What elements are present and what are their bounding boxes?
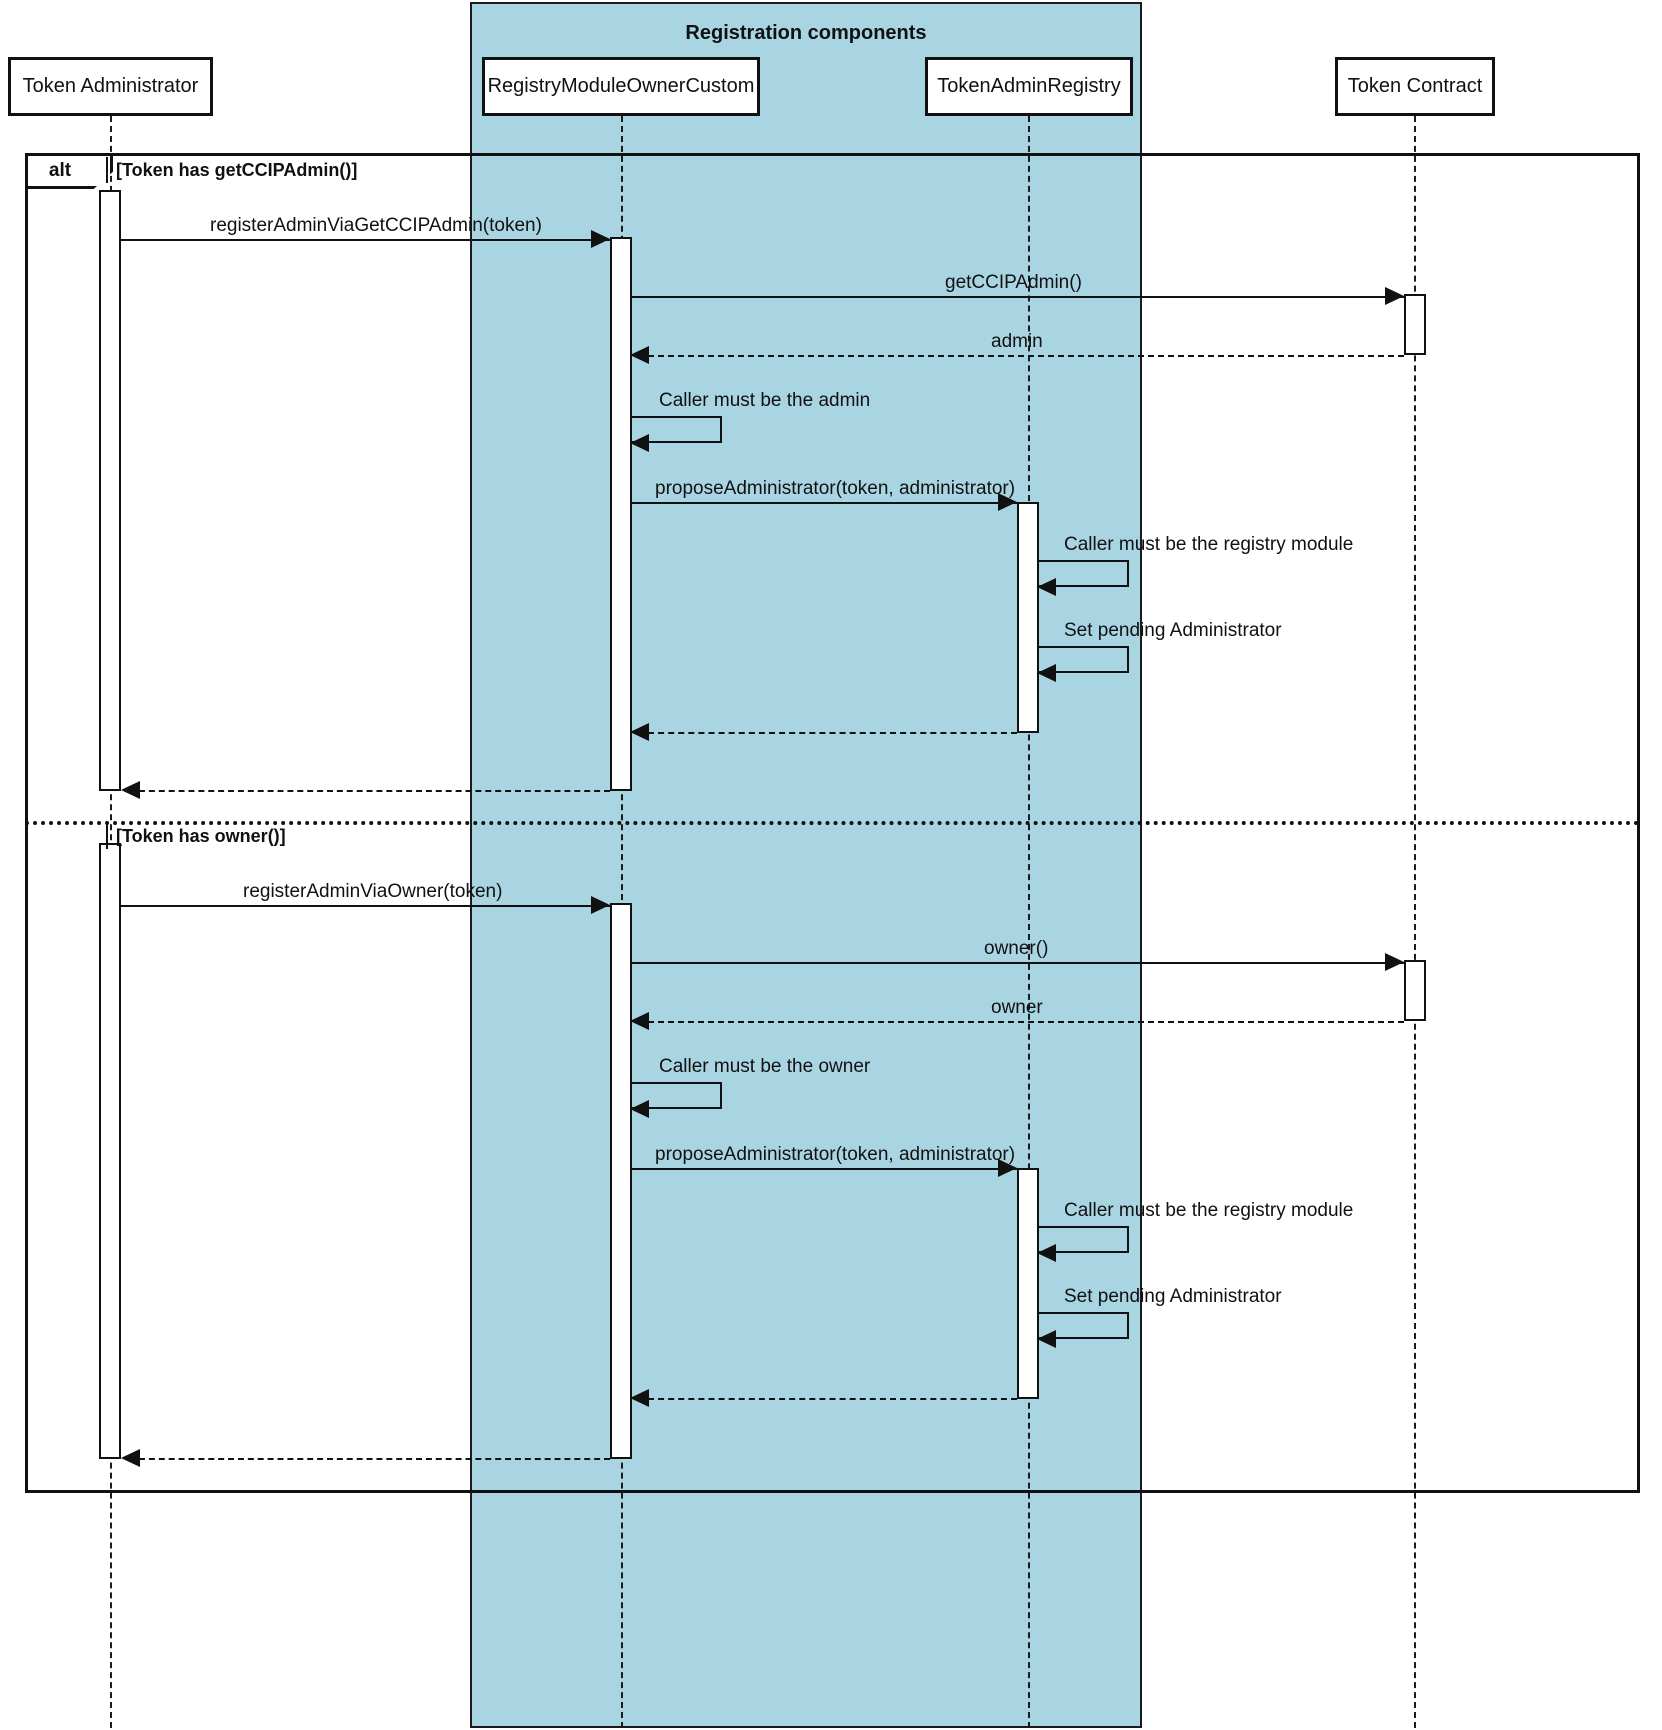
- message-line-register-admin-via-owner: [121, 905, 610, 907]
- return-line-token-admin-registry-1: [648, 732, 1017, 734]
- alt-guard-condition-2: [Token has owner()]: [116, 826, 286, 846]
- arrow-head-right: [591, 896, 610, 914]
- self-message-loop-set-pending-administrator-2: [1039, 1312, 1129, 1339]
- participant-token-contract[interactable]: Token Contract: [1335, 57, 1495, 116]
- arrow-head-right: [1385, 953, 1404, 971]
- activation-token-contract-1: [1404, 294, 1426, 355]
- activation-token-admin-registry-1: [1017, 502, 1039, 733]
- arrow-head-left: [630, 723, 649, 741]
- message-label-caller-must-be-registry-module-1: Caller must be the registry module: [1064, 534, 1354, 555]
- message-label-register-admin-via-owner: registerAdminViaOwner(token): [243, 881, 503, 902]
- guard-tick-2: [106, 823, 108, 849]
- message-label-set-pending-administrator-1: Set pending Administrator: [1064, 620, 1282, 641]
- message-line-owner-return: [648, 1021, 1404, 1023]
- message-label-caller-must-be-admin: Caller must be the admin: [659, 390, 871, 411]
- activation-registry-module-1: [610, 237, 632, 791]
- guard-tick-1: [106, 157, 108, 183]
- lifeline-token-admin-registry: [1028, 116, 1030, 1728]
- participant-label: TokenAdminRegistry: [937, 75, 1121, 97]
- message-label-register-admin-via-getccipadmin: registerAdminViaGetCCIPAdmin(token): [210, 215, 542, 236]
- message-label-propose-administrator-2: proposeAdministrator(token, administrato…: [655, 1144, 1016, 1165]
- message-label-set-pending-administrator-2: Set pending Administrator: [1064, 1286, 1282, 1307]
- participant-token-admin-registry[interactable]: TokenAdminRegistry: [925, 57, 1133, 116]
- message-line-admin-return: [648, 355, 1404, 357]
- self-message-loop-caller-must-be-admin: [632, 416, 722, 443]
- message-label-admin-return: admin: [991, 331, 1043, 352]
- arrow-head-left: [630, 346, 649, 364]
- alt-tab-shape: [25, 153, 113, 189]
- arrow-head-left: [1037, 1244, 1056, 1262]
- arrow-head-left: [630, 1100, 649, 1118]
- participant-label: RegistryModuleOwnerCustom: [487, 75, 755, 97]
- message-line-propose-administrator-1: [632, 502, 1017, 504]
- return-line-registry-module-1: [139, 790, 610, 792]
- alt-tab-label: alt: [48, 160, 72, 181]
- arrow-head-left: [630, 1389, 649, 1407]
- message-label-owner-return: owner: [991, 997, 1043, 1018]
- group-box-title: Registration components: [685, 22, 927, 44]
- participant-label: Token Administrator: [22, 75, 199, 97]
- arrow-head-right: [1385, 287, 1404, 305]
- message-label-caller-must-be-registry-module-2: Caller must be the registry module: [1064, 1200, 1354, 1221]
- alt-guard-condition-1: [Token has getCCIPAdmin()]: [116, 160, 358, 180]
- self-message-loop-caller-must-be-owner: [632, 1082, 722, 1109]
- activation-token-administrator-1: [99, 190, 121, 791]
- message-label-getccipadmin: getCCIPAdmin(): [945, 272, 1082, 293]
- message-line-propose-administrator-2: [632, 1168, 1017, 1170]
- return-line-registry-module-2: [139, 1458, 610, 1460]
- lifeline-token-contract: [1414, 116, 1416, 1728]
- arrow-head-left: [630, 434, 649, 452]
- message-line-owner-call: [632, 962, 1404, 964]
- alt-fragment-divider: [25, 821, 1640, 825]
- self-message-loop-set-pending-administrator-1: [1039, 646, 1129, 673]
- participant-registry-module-owner-custom[interactable]: RegistryModuleOwnerCustom: [482, 57, 760, 116]
- arrow-head-left: [1037, 664, 1056, 682]
- message-label-propose-administrator-1: proposeAdministrator(token, administrato…: [655, 478, 1016, 499]
- participant-token-administrator[interactable]: Token Administrator: [8, 57, 213, 116]
- group-box-registration-components: [470, 2, 1142, 1728]
- alt-fragment-tab: alt: [25, 153, 113, 189]
- self-message-loop-caller-registry-module-2: [1039, 1226, 1129, 1253]
- activation-registry-module-2: [610, 903, 632, 1459]
- self-message-loop-caller-registry-module-1: [1039, 560, 1129, 587]
- arrow-head-left: [1037, 578, 1056, 596]
- return-line-token-admin-registry-2: [648, 1398, 1017, 1400]
- participant-label: Token Contract: [1347, 75, 1483, 97]
- activation-token-administrator-2: [99, 843, 121, 1459]
- arrow-head-left: [121, 1449, 140, 1467]
- arrow-head-right: [998, 493, 1017, 511]
- arrow-head-right: [998, 1159, 1017, 1177]
- message-label-owner-call: owner(): [984, 938, 1049, 959]
- arrow-head-left: [121, 781, 140, 799]
- arrow-head-right: [591, 230, 610, 248]
- message-label-caller-must-be-owner: Caller must be the owner: [659, 1056, 871, 1077]
- activation-token-admin-registry-2: [1017, 1168, 1039, 1399]
- message-line-register-admin-via-getccipadmin: [121, 239, 610, 241]
- message-line-getccipadmin: [632, 296, 1404, 298]
- arrow-head-left: [630, 1012, 649, 1030]
- activation-token-contract-2: [1404, 960, 1426, 1021]
- arrow-head-left: [1037, 1330, 1056, 1348]
